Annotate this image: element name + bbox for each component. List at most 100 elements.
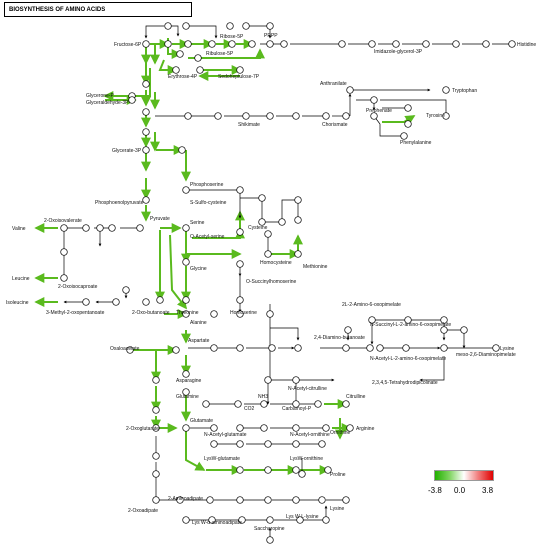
compound-node[interactable] — [370, 96, 378, 104]
compound-node[interactable] — [242, 112, 250, 120]
compound-node[interactable] — [452, 40, 460, 48]
compound-node[interactable] — [234, 400, 242, 408]
compound-node[interactable] — [142, 40, 150, 48]
compound-node[interactable] — [236, 424, 244, 432]
compound-node[interactable] — [202, 400, 210, 408]
compound-node[interactable] — [314, 400, 322, 408]
compound-node[interactable] — [266, 112, 274, 120]
compound-node[interactable] — [338, 40, 346, 48]
compound-node[interactable] — [164, 40, 172, 48]
compound-node[interactable] — [152, 452, 160, 460]
compound-node[interactable] — [342, 400, 350, 408]
compound-node[interactable] — [96, 224, 104, 232]
compound-node[interactable] — [184, 40, 192, 48]
compound-node[interactable] — [258, 194, 266, 202]
compound-node[interactable] — [182, 296, 190, 304]
compound-node[interactable] — [236, 228, 244, 236]
compound-node[interactable] — [152, 424, 160, 432]
compound-node[interactable] — [112, 298, 120, 306]
compound-node[interactable] — [82, 224, 90, 232]
compound-node[interactable] — [182, 370, 190, 378]
compound-node[interactable] — [370, 112, 378, 120]
compound-node[interactable] — [142, 146, 150, 154]
compound-node[interactable] — [508, 40, 516, 48]
compound-node[interactable] — [344, 326, 352, 334]
compound-node[interactable] — [346, 86, 354, 94]
compound-node[interactable] — [292, 466, 300, 474]
compound-node[interactable] — [60, 224, 68, 232]
compound-node[interactable] — [210, 310, 218, 318]
compound-node[interactable] — [278, 218, 286, 226]
compound-node[interactable] — [264, 466, 272, 474]
compound-node[interactable] — [60, 274, 68, 282]
compound-node[interactable] — [210, 424, 218, 432]
compound-node[interactable] — [318, 496, 326, 504]
compound-node[interactable] — [440, 326, 448, 334]
compound-node[interactable] — [260, 400, 268, 408]
compound-node[interactable] — [298, 470, 306, 478]
compound-node[interactable] — [266, 310, 274, 318]
compound-node[interactable] — [136, 224, 144, 232]
compound-node[interactable] — [342, 344, 350, 352]
compound-node[interactable] — [324, 466, 332, 474]
compound-node[interactable] — [258, 218, 266, 226]
compound-node[interactable] — [172, 346, 180, 354]
compound-node[interactable] — [346, 424, 354, 432]
compound-node[interactable] — [342, 112, 350, 120]
compound-node[interactable] — [368, 40, 376, 48]
compound-node[interactable] — [404, 104, 412, 112]
compound-node[interactable] — [164, 22, 172, 30]
compound-node[interactable] — [82, 298, 90, 306]
compound-node[interactable] — [142, 196, 150, 204]
compound-node[interactable] — [60, 248, 68, 256]
compound-node[interactable] — [236, 440, 244, 448]
compound-node[interactable] — [460, 326, 468, 334]
compound-node[interactable] — [142, 128, 150, 136]
compound-node[interactable] — [368, 316, 376, 324]
compound-node[interactable] — [322, 424, 330, 432]
compound-node[interactable] — [376, 344, 384, 352]
compound-node[interactable] — [196, 66, 204, 74]
compound-node[interactable] — [294, 216, 302, 224]
compound-node[interactable] — [292, 440, 300, 448]
compound-node[interactable] — [248, 40, 256, 48]
compound-node[interactable] — [172, 66, 180, 74]
compound-node[interactable] — [236, 496, 244, 504]
compound-node[interactable] — [226, 22, 234, 30]
compound-node[interactable] — [182, 388, 190, 396]
compound-node[interactable] — [440, 316, 448, 324]
compound-node[interactable] — [482, 40, 490, 48]
compound-node[interactable] — [126, 346, 134, 354]
compound-node[interactable] — [292, 424, 300, 432]
compound-node[interactable] — [152, 470, 160, 478]
compound-node[interactable] — [214, 112, 222, 120]
compound-node[interactable] — [182, 186, 190, 194]
compound-node[interactable] — [400, 132, 408, 140]
compound-node[interactable] — [182, 258, 190, 266]
compound-node[interactable] — [268, 344, 276, 352]
compound-node[interactable] — [440, 344, 448, 352]
compound-node[interactable] — [342, 496, 350, 504]
compound-node[interactable] — [266, 516, 274, 524]
compound-node[interactable] — [236, 466, 244, 474]
compound-node[interactable] — [264, 440, 272, 448]
compound-node[interactable] — [178, 146, 186, 154]
compound-node[interactable] — [182, 224, 190, 232]
compound-node[interactable] — [318, 440, 326, 448]
compound-node[interactable] — [142, 80, 150, 88]
compound-node[interactable] — [266, 22, 274, 30]
compound-node[interactable] — [228, 40, 236, 48]
compound-node[interactable] — [142, 108, 150, 116]
compound-node[interactable] — [442, 86, 450, 94]
compound-node[interactable] — [422, 40, 430, 48]
compound-node[interactable] — [264, 376, 272, 384]
compound-node[interactable] — [260, 424, 268, 432]
compound-node[interactable] — [264, 250, 272, 258]
compound-node[interactable] — [264, 230, 272, 238]
compound-node[interactable] — [322, 516, 330, 524]
compound-node[interactable] — [404, 120, 412, 128]
compound-node[interactable] — [182, 424, 190, 432]
compound-node[interactable] — [152, 376, 160, 384]
compound-node[interactable] — [266, 40, 274, 48]
compound-node[interactable] — [128, 96, 136, 104]
